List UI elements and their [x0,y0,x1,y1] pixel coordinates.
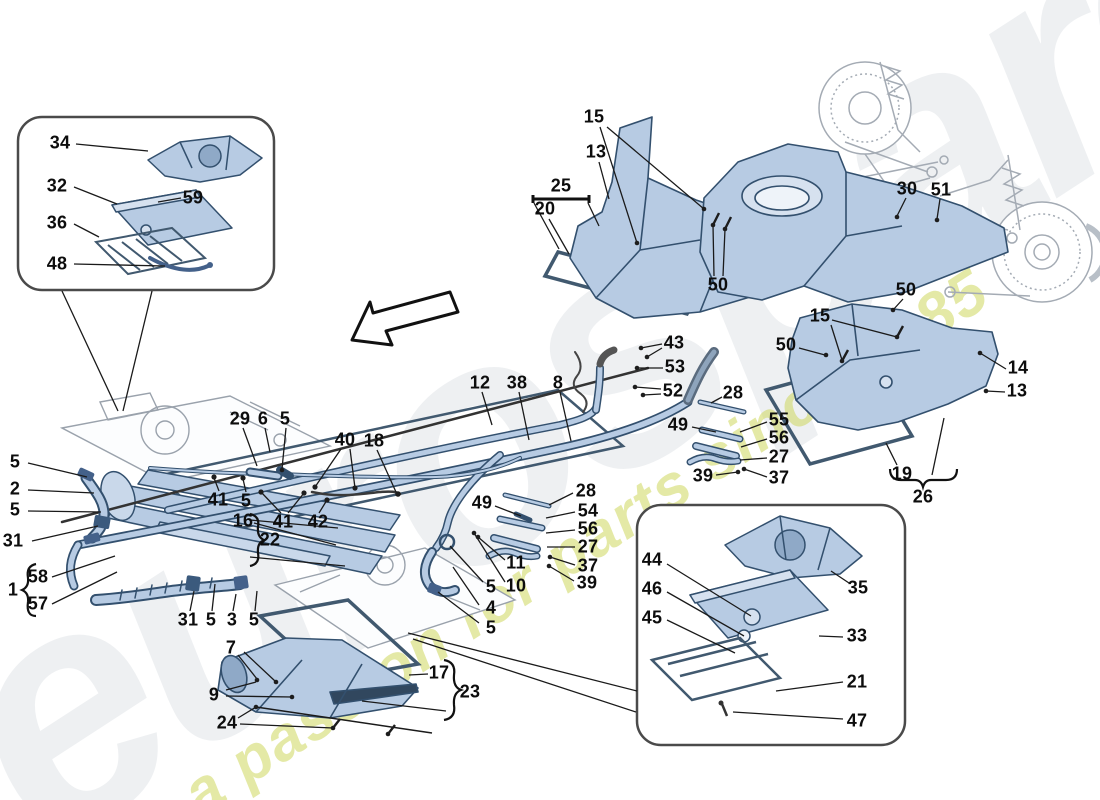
callout-42: 42 [307,511,329,532]
coolant-pipes [60,346,719,591]
callout-11: 11 [506,552,526,573]
air-duct-rear-right [787,303,999,431]
callout-17: 17 [428,662,450,683]
callout-24: 24 [216,712,238,733]
inset2-fan-assembly [724,515,863,579]
clamp-cluster-right [686,399,747,466]
inset1-fan-assembly [147,135,263,183]
callout-6: 6 [257,408,269,429]
callout-51: 51 [930,179,952,200]
callout-45: 45 [641,607,663,628]
callout-13: 13 [1006,380,1028,401]
callout-10: 10 [505,575,527,596]
suspension-lineart-left [818,61,949,196]
callout-39: 39 [692,465,714,486]
callout-36: 36 [46,212,68,233]
callout-31: 31 [177,609,199,630]
callout-50: 50 [775,334,797,355]
callout-2: 2 [9,478,21,499]
callout-59: 59 [182,187,204,208]
callout-9: 9 [208,684,220,705]
inset1-hose [148,256,213,272]
callout-20: 20 [534,198,556,219]
callout-3: 3 [226,609,238,630]
callout-5: 5 [205,609,217,630]
callout-56: 56 [577,518,599,539]
callout-47: 47 [846,710,868,731]
fasteners [211,206,989,737]
callout-43: 43 [663,332,685,353]
callout-55: 55 [768,409,790,430]
callout-33: 33 [846,625,868,646]
callout-32: 32 [46,175,68,196]
callout-41: 41 [272,511,294,532]
callout-38: 38 [506,372,528,393]
callout-35: 35 [847,577,869,598]
callout-5: 5 [9,451,21,472]
callout-28: 28 [575,480,597,501]
callout-23: 23 [459,681,481,702]
callout-15: 15 [809,305,831,326]
callout-48: 48 [46,253,68,274]
inset1-grille [93,226,208,276]
callout-5: 5 [279,408,291,429]
leader-lines [27,126,1007,734]
callout-7: 7 [225,637,237,658]
callout-21: 21 [846,671,868,692]
callout-28: 28 [722,382,744,403]
callout-46: 46 [641,578,663,599]
callout-56: 56 [768,427,790,448]
callout-27: 27 [768,446,790,467]
callout-5: 5 [485,617,497,638]
callout-5: 5 [485,576,497,597]
callout-39: 39 [576,572,598,593]
callout-27: 27 [577,536,599,557]
callout-16: 16 [232,510,254,531]
inset2-frame [649,636,783,702]
callout-40: 40 [334,429,356,450]
direction-arrow-icon [350,290,460,347]
callout-31: 31 [2,530,24,551]
callout-13: 13 [585,141,607,162]
callout-15: 15 [583,106,605,127]
callout-8: 8 [552,372,564,393]
callout-53: 53 [664,356,686,377]
callout-37: 37 [577,555,599,576]
inset1-radiator [111,189,233,246]
callout-22: 22 [259,529,281,550]
inset2-screw [718,700,729,717]
callout-54: 54 [577,500,599,521]
callout-52: 52 [662,380,684,401]
callout-18: 18 [363,430,385,451]
callout-44: 44 [641,549,663,570]
callout-5: 5 [9,499,21,520]
callout-50: 50 [707,274,729,295]
radiator-lineart-left [59,392,333,483]
callout-5: 5 [240,490,252,511]
callout-58: 58 [27,566,49,587]
callout-5: 5 [248,609,260,630]
air-duct-bottom [217,637,419,719]
callout-19: 19 [891,463,913,484]
callout-50: 50 [895,279,917,300]
callout-26: 26 [912,486,934,507]
clamp-cluster-bottom [485,492,552,561]
callout-49: 49 [667,414,689,435]
callout-49: 49 [471,492,493,513]
callout-57: 57 [27,593,49,614]
callout-41: 41 [207,489,229,510]
callout-12: 12 [469,372,491,393]
callout-37: 37 [768,467,790,488]
callout-1: 1 [7,579,19,600]
callout-30: 30 [896,178,918,199]
air-duct-right [699,143,1009,303]
callout-34: 34 [49,132,71,153]
grouping-braces [19,195,959,722]
callout-25: 25 [550,175,572,196]
callout-29: 29 [229,408,251,429]
callout-4: 4 [485,597,497,618]
callout-14: 14 [1007,357,1029,378]
